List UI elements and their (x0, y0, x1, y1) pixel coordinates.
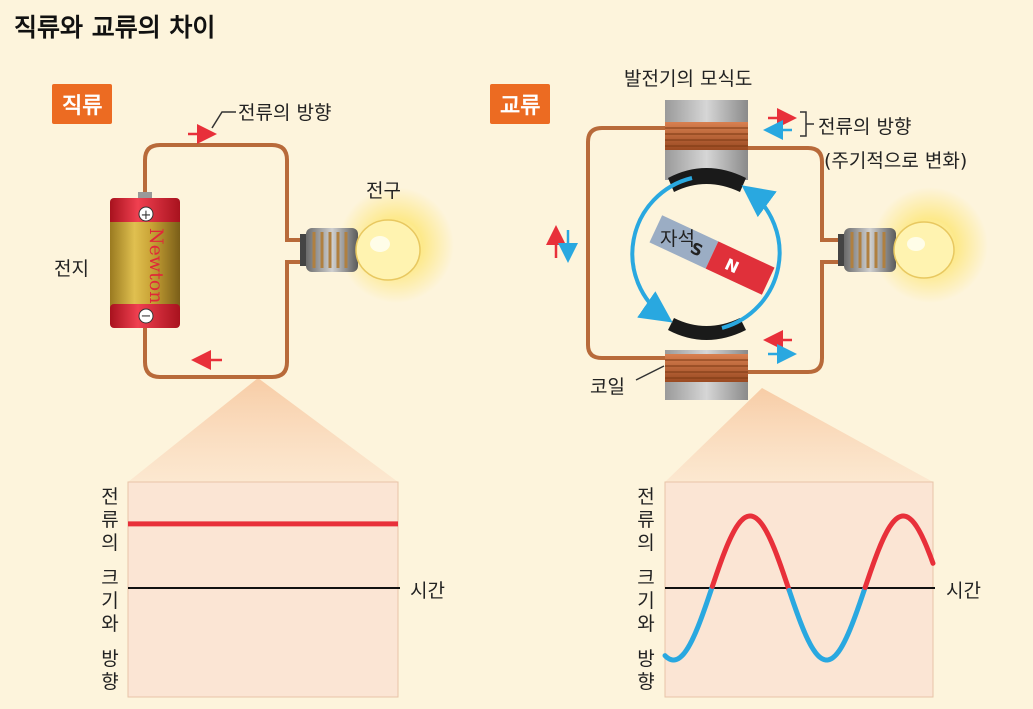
dc-graph-box (127, 481, 399, 698)
y-axis-char: 향 (101, 671, 119, 693)
ac-x-axis-label: 시간 (946, 580, 981, 602)
y-axis-char (98, 555, 122, 567)
battery-brand-label: Newton (145, 228, 167, 303)
coil-callout-line (635, 365, 665, 381)
y-axis-char: 류 (637, 509, 655, 531)
dc-wire-top (143, 143, 305, 242)
dc-callout-line (211, 111, 236, 129)
y-axis-char: 크 (637, 567, 655, 589)
y-axis-char: 류 (101, 509, 119, 531)
y-axis-char: 와 (101, 613, 119, 635)
y-axis-char: 의 (101, 532, 119, 554)
ac-tag: 교류 (490, 84, 551, 124)
y-axis-char (98, 636, 122, 648)
y-axis-char: 향 (637, 671, 655, 693)
y-axis-char (634, 636, 658, 648)
coil-label: 코일 (590, 376, 625, 398)
ac-bulb (838, 187, 988, 303)
ac-current-wave (662, 513, 936, 663)
svg-text:−: − (141, 309, 152, 324)
generator: S N (630, 100, 782, 400)
bulb-label: 전구 (366, 180, 401, 202)
ac-wave-negative (786, 585, 868, 663)
y-axis-char: 크 (101, 567, 119, 589)
ac-wire-right-bottom (748, 260, 842, 374)
ac-bracket (800, 111, 814, 137)
ac-wave-negative (662, 583, 715, 663)
dc-projection-cone (128, 378, 398, 482)
dc-wire-bottom (143, 260, 305, 379)
dc-bulb (300, 187, 454, 303)
dc-x-axis-label: 시간 (410, 580, 445, 602)
battery: + − Newton (110, 192, 180, 328)
ac-wave-positive (709, 513, 792, 593)
ac-wire-left (586, 126, 665, 360)
svg-text:+: + (141, 208, 152, 223)
page-title: 직류와 교류의 차이 (14, 13, 216, 42)
y-axis-char: 의 (637, 532, 655, 554)
ac-wire-right-top (748, 146, 842, 242)
y-axis-char: 방 (637, 648, 655, 670)
ac-projection-cone (665, 388, 933, 482)
battery-label: 전지 (54, 258, 89, 280)
ac-wave-positive (862, 513, 936, 591)
y-axis-char (634, 555, 658, 567)
dc-tag: 직류 (52, 84, 113, 124)
y-axis-char: 방 (101, 648, 119, 670)
generator-label: 발전기의 모식도 (624, 68, 753, 90)
ac-current-note: (주기적으로 변화) (824, 150, 968, 172)
dc-current-direction-label: 전류의 방향 (238, 102, 332, 124)
y-axis-char: 와 (637, 613, 655, 635)
y-axis-char: 전 (101, 486, 119, 508)
y-axis-char: 전 (637, 486, 655, 508)
ac-graph-box (664, 481, 934, 698)
ac-current-direction-label: 전류의 방향 (818, 116, 912, 138)
magnet-label: 자석 (660, 228, 695, 250)
y-axis-char: 기 (637, 590, 655, 612)
y-axis-char: 기 (101, 590, 119, 612)
